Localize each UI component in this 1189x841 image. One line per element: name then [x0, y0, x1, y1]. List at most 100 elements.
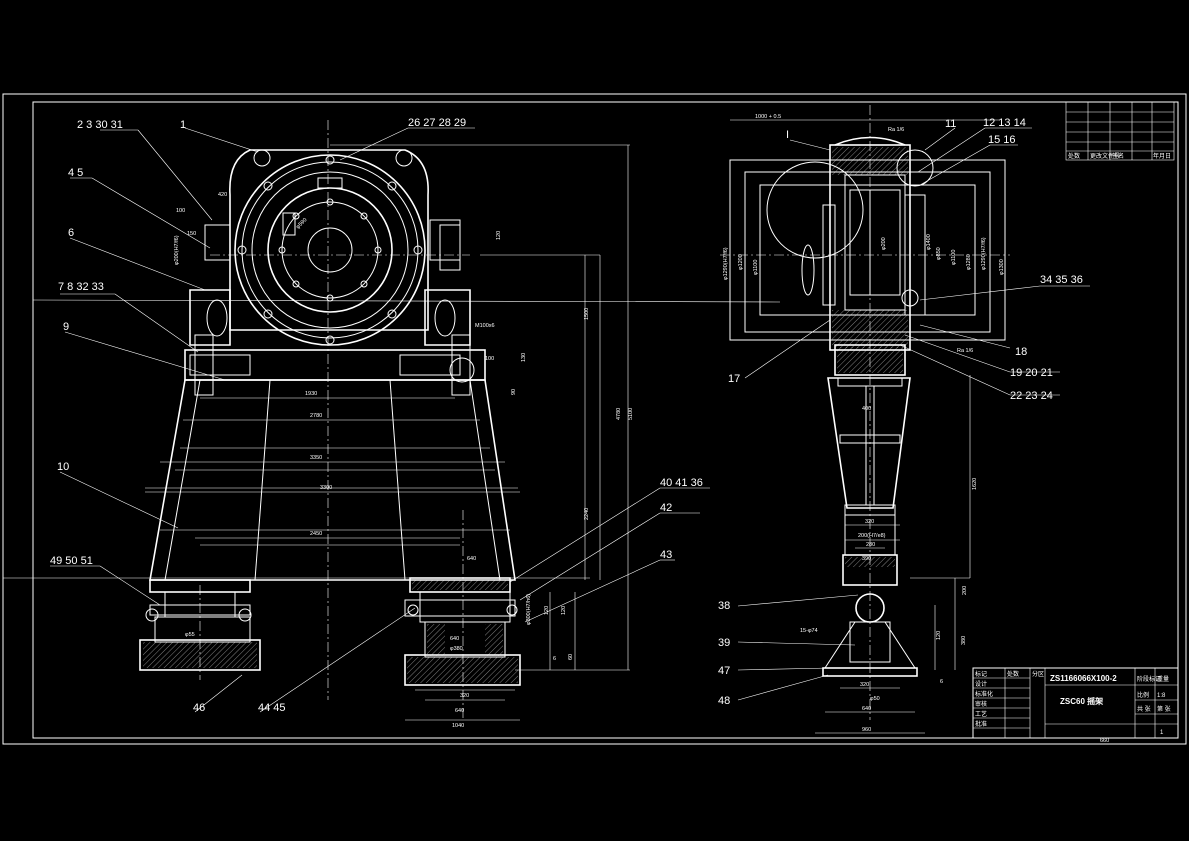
- balloon-17: 17: [728, 373, 740, 385]
- sdim-960: 960: [862, 727, 871, 733]
- sdim-1620: 1620: [972, 478, 978, 490]
- dim-phi55: φ55: [185, 632, 195, 638]
- inner-border: [32, 101, 1179, 739]
- sdim-380: 380: [961, 636, 967, 645]
- balloon-9: 9: [63, 321, 69, 333]
- dim-640a: 640: [467, 556, 476, 562]
- balloon-6: 6: [68, 227, 74, 239]
- balloon-10: 10: [57, 461, 69, 473]
- balloon-47: 47: [718, 665, 730, 677]
- dim-640b: 640: [450, 636, 459, 642]
- dim-320: 320: [460, 693, 469, 699]
- sdim-390: 390: [862, 556, 871, 562]
- tb-l2: 分区: [1032, 670, 1044, 678]
- balloon-39: 39: [718, 637, 730, 649]
- balloon-38: 38: [718, 600, 730, 612]
- balloon-34-35-36: 34 35 36: [1040, 274, 1083, 286]
- tb-l9: 工艺: [975, 710, 987, 718]
- tb-l1: 处数: [1007, 670, 1019, 678]
- dim-2450: 2450: [310, 531, 322, 537]
- sdim-280: 280: [866, 542, 875, 548]
- balloon-15-16: 15 16: [988, 134, 1016, 146]
- sdim-phi1400: φ1400: [926, 234, 932, 250]
- tb-l8: 审核: [975, 700, 987, 708]
- dim-5100: 5100: [628, 408, 634, 420]
- balloon-18: 18: [1015, 346, 1027, 358]
- dim-1040: 1040: [452, 723, 464, 729]
- dim-phi300: φ300(H7/h6): [526, 594, 532, 625]
- side-dimensions: 1000 + 0.5 Ra 1/6 Ra 1/6 φ1290(H7/f6) φ1…: [723, 114, 1109, 744]
- dim-2240: 2240: [584, 508, 590, 520]
- front-balloons: 1 2 3 30 31 26 27 28 29 4 5 6 7 8 32 33 …: [50, 117, 703, 714]
- sdim-ra2: Ra 1/6: [957, 348, 973, 354]
- front-view: [139, 120, 630, 721]
- tb-l10: 批准: [975, 720, 987, 728]
- sdim-200h7: 200(H7/e8): [858, 533, 886, 539]
- balloon-44-45: 44 45: [258, 702, 286, 714]
- rev-h2: 更改文件号: [1090, 152, 1120, 160]
- rev-h4: 年月日: [1153, 152, 1171, 160]
- balloon-26-27-28-29: 26 27 28 29: [408, 117, 466, 129]
- sdim-phi1300: φ1300: [999, 259, 1005, 275]
- dim-phi200: φ200(H7/f6): [174, 235, 180, 265]
- title-block: ZS1166066X100-2 ZSC60 摇架 标记 设计 标准化 审核 工艺…: [972, 667, 1179, 739]
- sdim-320a: 320: [865, 519, 874, 525]
- side-balloons: 11 12 13 14 15 16 34 35 36 18 19 20 21 2…: [718, 117, 1083, 707]
- balloon-11: 11: [945, 118, 956, 130]
- balloon-7-8-32-33: 7 8 32 33: [58, 281, 104, 293]
- tb-l14: 共 张: [1137, 705, 1151, 713]
- dim-130: 130: [521, 353, 527, 362]
- dim-90: 90: [511, 389, 517, 395]
- sdim-1000: 1000 + 0.5: [755, 114, 781, 120]
- dim-420: 420: [218, 192, 227, 198]
- sdim-phi200: φ200: [881, 237, 887, 250]
- sdim-phi1200: φ1200: [738, 254, 744, 270]
- sdim-phi850: φ850: [936, 247, 942, 260]
- sdim-200: 200: [962, 586, 968, 595]
- sdim-phi1100a: φ1100: [753, 260, 759, 275]
- balloon-19-20-21: 19 20 21: [1010, 367, 1053, 379]
- dim-4780: 4780: [616, 408, 622, 420]
- sdim-phi1100b: φ1100: [951, 250, 957, 265]
- dim-120c: 120: [544, 606, 550, 615]
- side-leaders: [737, 127, 1090, 701]
- dim-150: 150: [187, 231, 196, 237]
- sdim-400: 400: [862, 406, 871, 412]
- sdim-6: 6: [940, 679, 943, 685]
- sdim-15phi74: 15-φ74: [800, 628, 818, 634]
- tb-l15: 第 张: [1157, 705, 1171, 713]
- dim-120: 120: [496, 231, 502, 240]
- revision-table: 处数 更改文件号 签名 年月日: [1065, 101, 1175, 161]
- tb-l12: 重量: [1157, 675, 1169, 683]
- dim-640c: 640: [455, 708, 464, 714]
- sdim-120: 120: [936, 631, 942, 640]
- front-leaders: [50, 127, 710, 713]
- dim-3300: 3300: [320, 485, 332, 491]
- sdim-phi1280: φ1280: [966, 254, 972, 270]
- balloon-12-13-14: 12 13 14: [983, 117, 1026, 129]
- side-view: [720, 105, 1010, 734]
- dim-m100: M100x6: [475, 323, 495, 329]
- sdim-phi1290a: φ1290(H7/f6): [723, 247, 729, 280]
- sdim-640: 640: [862, 706, 871, 712]
- sdim-ra1: Ra 1/6: [888, 127, 904, 133]
- tb-l0: 标记: [975, 670, 987, 678]
- tb-sheet: 1: [1160, 730, 1164, 736]
- outer-border: [2, 93, 1187, 745]
- dim-100: 100: [176, 208, 185, 214]
- tb-l6: 设计: [975, 680, 987, 688]
- drawing-number: ZS1166066X100-2: [1050, 674, 1117, 683]
- dim-60: 60: [568, 654, 574, 660]
- balloon-I: I: [786, 129, 789, 141]
- sdim-660: 660: [1100, 738, 1109, 744]
- balloon-4-5: 4 5: [68, 167, 83, 179]
- sdim-phi1290b: φ1290(H7/f6): [981, 237, 987, 270]
- dim-120b: 120: [561, 606, 567, 615]
- rev-h3: 签名: [1112, 152, 1124, 160]
- dim-100b: 100: [485, 356, 494, 362]
- dim-phi380: φ380: [450, 646, 463, 652]
- tb-scale: 1:8: [1157, 693, 1166, 699]
- balloon-40-41-36: 40 41 36: [660, 477, 703, 489]
- balloon-1: 1: [180, 119, 186, 131]
